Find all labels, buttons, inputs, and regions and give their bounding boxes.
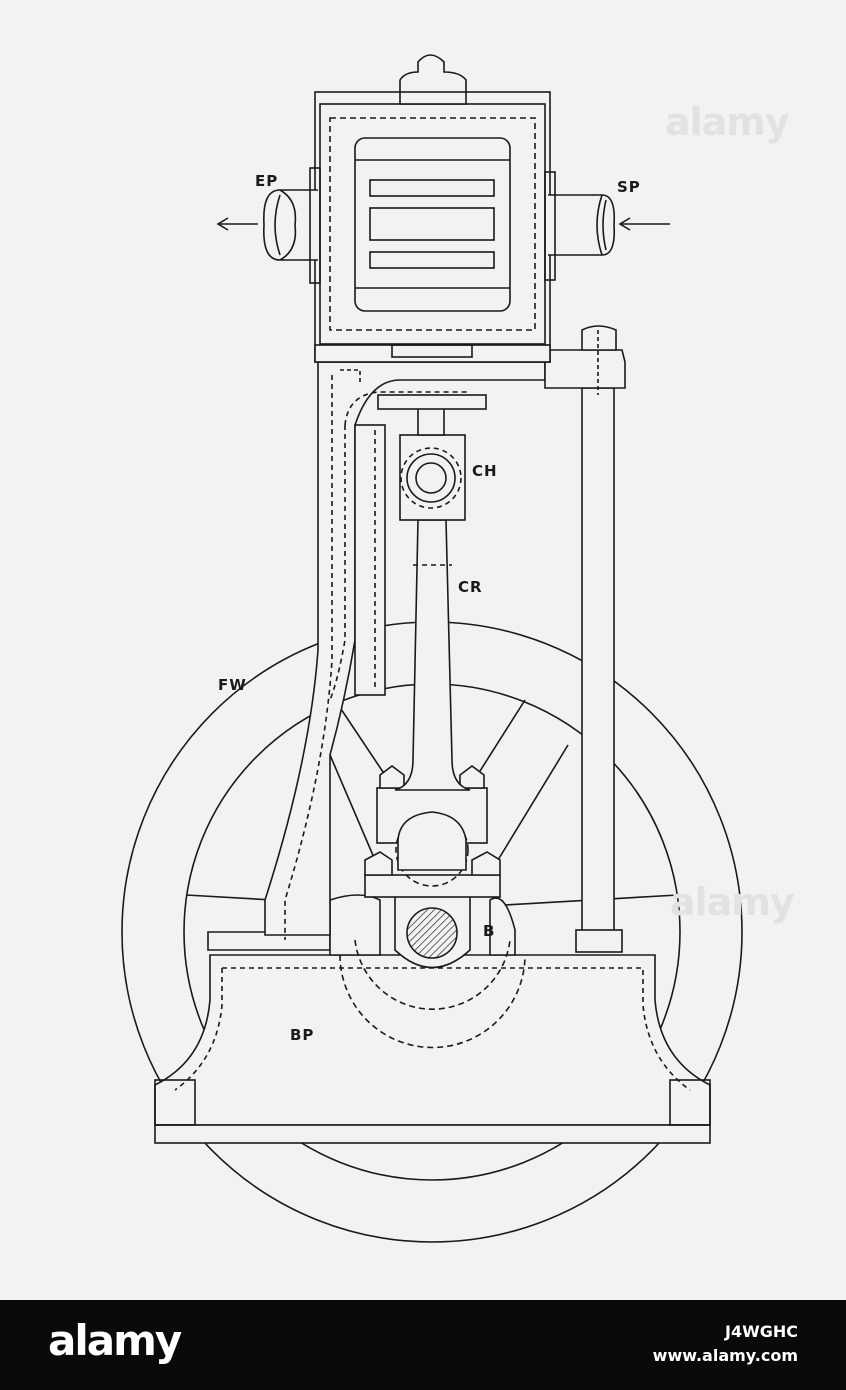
steam-engine-diagram: [121, 54, 743, 1243]
drawing-area: alamy alamy EP SP CH CR FW B BP: [121, 54, 795, 1243]
bearing-housing: [207, 851, 526, 1049]
label-base-plate: BP: [290, 1026, 315, 1044]
crosshead: [377, 394, 487, 521]
base-plate: [154, 954, 711, 1144]
footer-bar: alamy J4WGHC www.alamy.com: [0, 1300, 846, 1390]
steam-arrow: [618, 217, 670, 231]
watermark-top: alamy: [665, 100, 790, 144]
footer-image-id: J4WGHC: [725, 1322, 798, 1341]
guide-rod: [544, 325, 626, 953]
steam-pipe: [544, 171, 616, 281]
label-flywheel: FW: [218, 676, 247, 694]
exhaust-arrow: [216, 217, 258, 231]
footer-image-info: J4WGHC www.alamy.com: [653, 1320, 798, 1368]
cylinder-block: [314, 54, 551, 363]
label-steam-pipe: SP: [617, 178, 641, 196]
label-crosshead: CH: [472, 462, 498, 480]
frame-column: [264, 361, 546, 940]
exhaust-pipe: [263, 167, 321, 284]
footer-logo: alamy: [48, 1316, 182, 1365]
label-connecting-rod: CR: [458, 578, 483, 596]
label-bearing: B: [483, 922, 496, 940]
watermark-right: alamy: [670, 880, 795, 924]
connecting-rod: [394, 519, 471, 791]
label-exhaust-pipe: EP: [255, 172, 279, 190]
footer-site-url: www.alamy.com: [652, 1346, 798, 1365]
